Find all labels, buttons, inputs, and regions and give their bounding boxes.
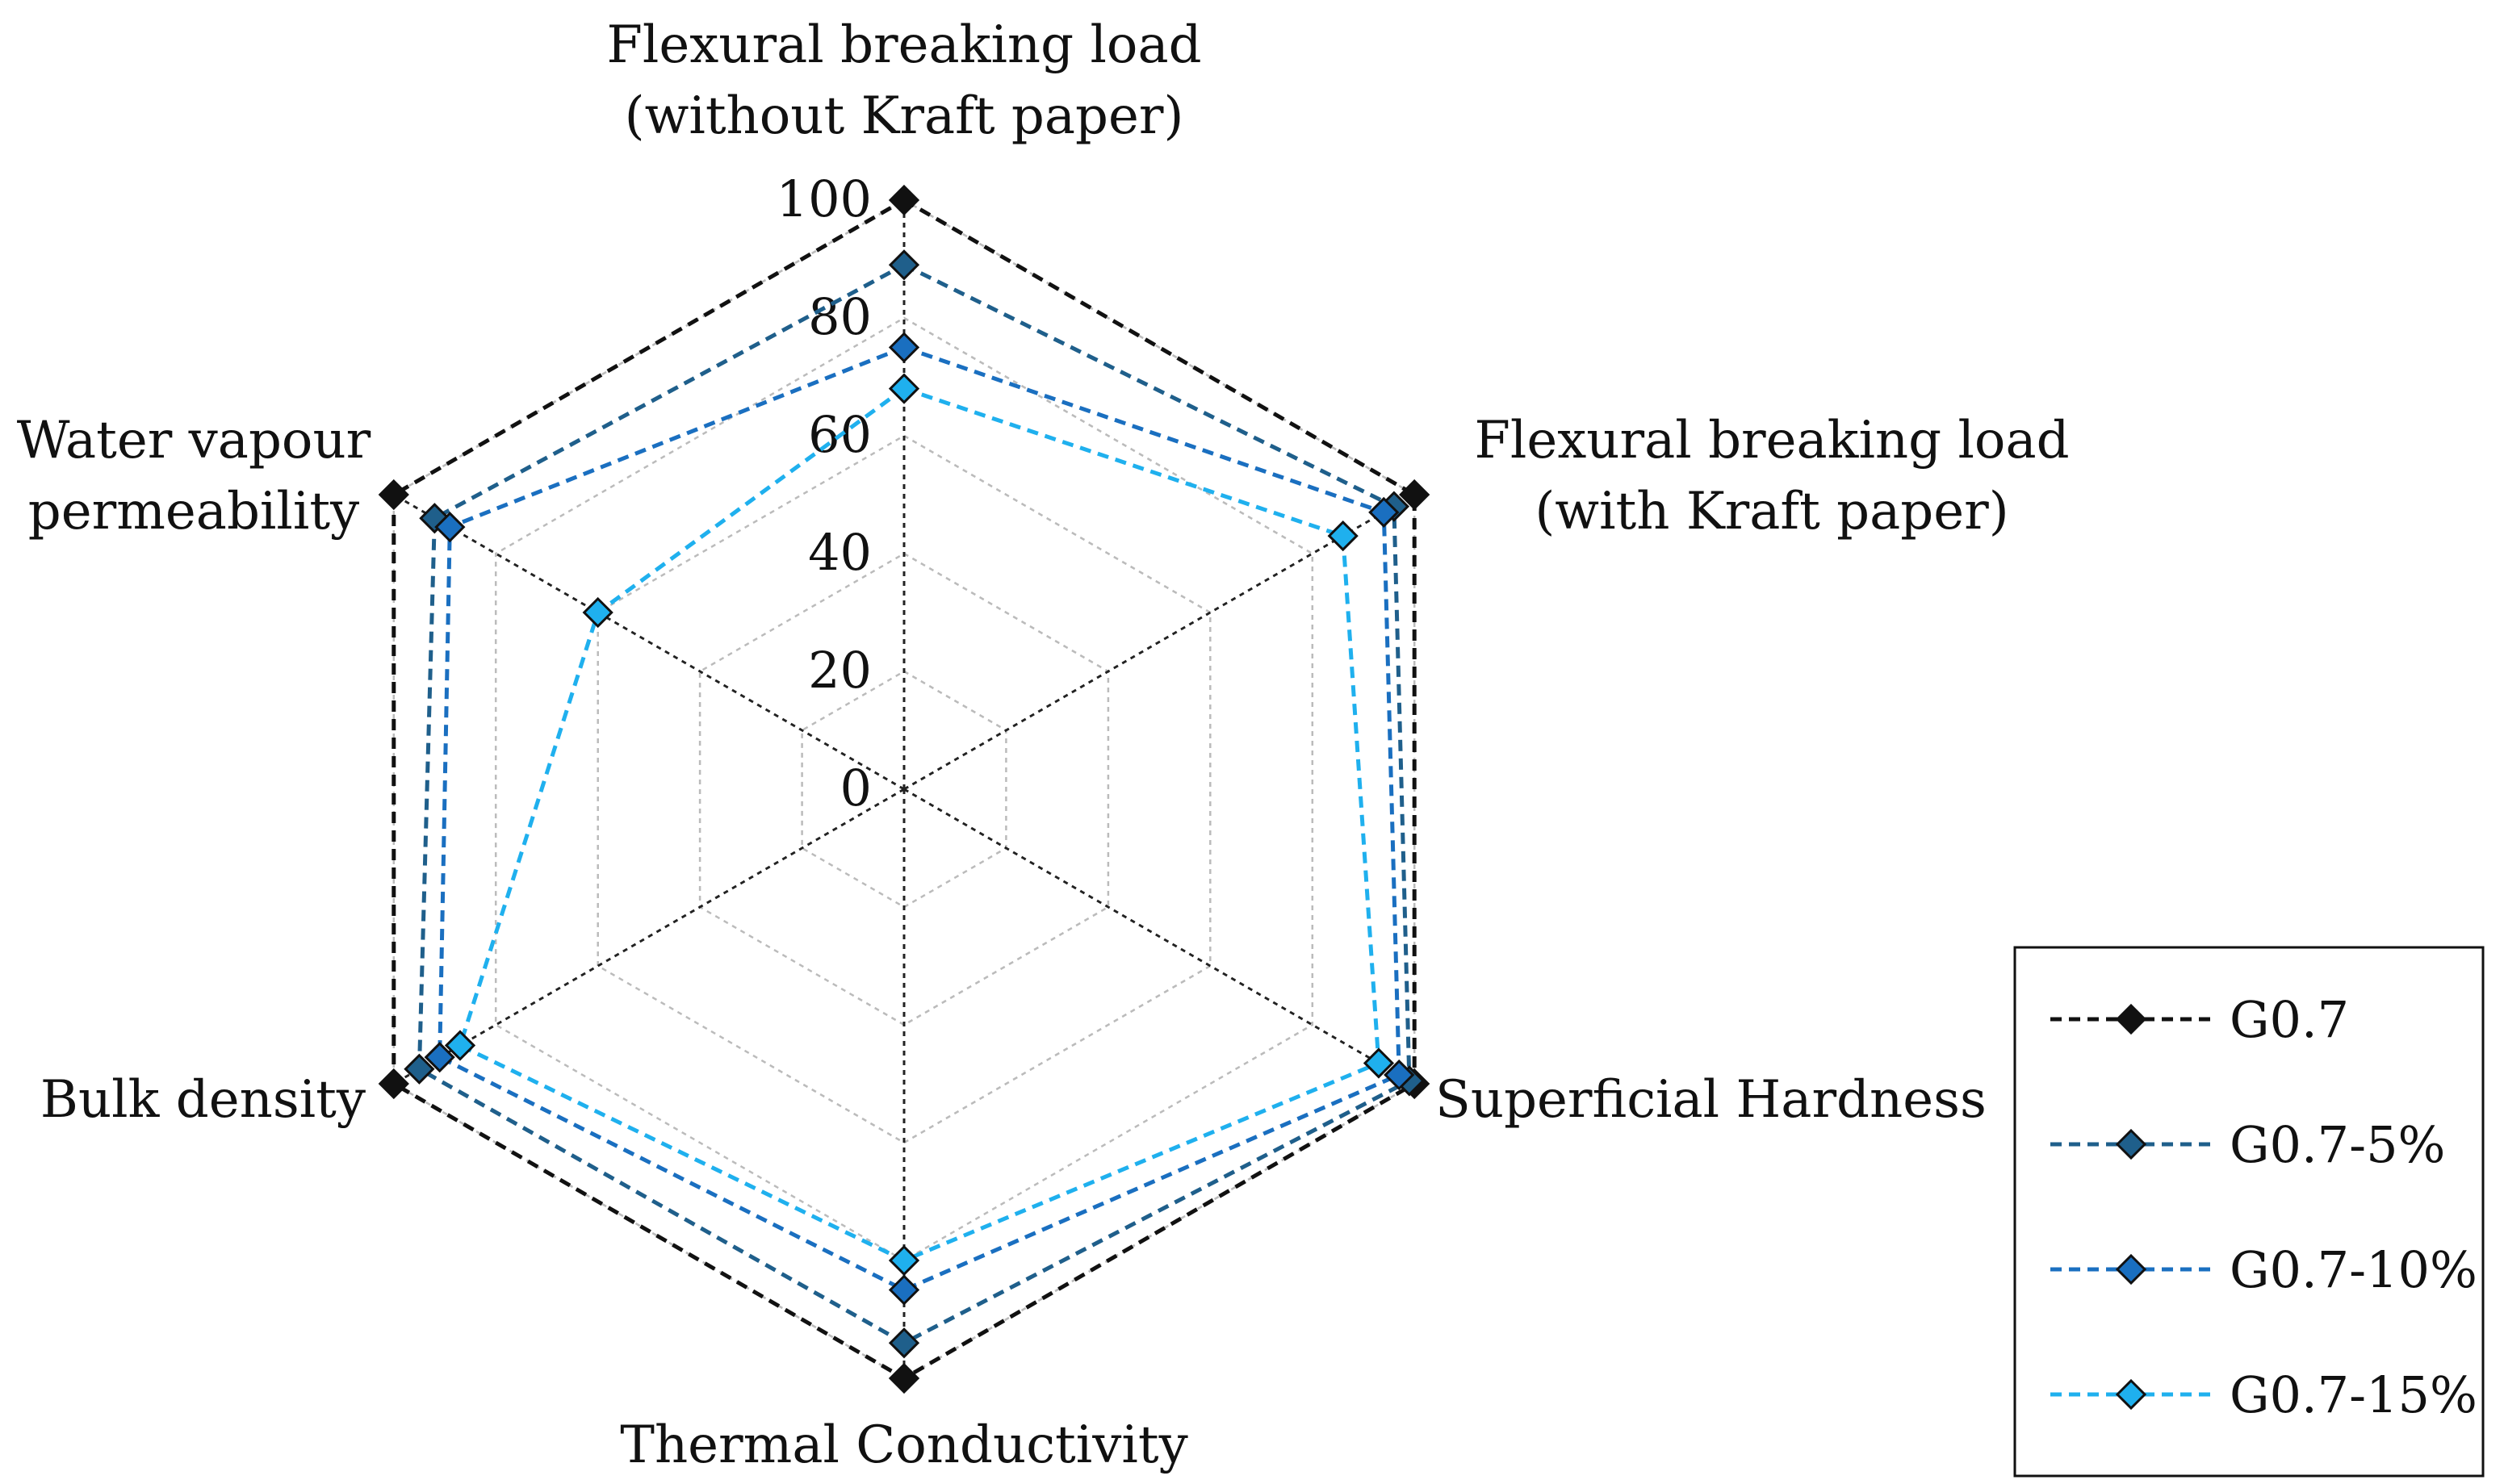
series-1-point-4 bbox=[404, 1053, 435, 1085]
series-3 bbox=[444, 373, 1395, 1277]
legend-box bbox=[2013, 946, 2485, 1478]
series-3-point-4 bbox=[444, 1030, 476, 1061]
legend-label-2: G0.7-10% bbox=[2230, 1240, 2477, 1299]
axis-label-1: Flexural breaking load(with Kraft paper) bbox=[1474, 411, 2069, 541]
series-3-point-2 bbox=[1363, 1047, 1395, 1079]
series-1-point-0 bbox=[888, 249, 920, 281]
legend-marker-1 bbox=[2115, 1128, 2147, 1160]
series-1-point-3 bbox=[888, 1327, 920, 1359]
legend-item-1: G0.7-5% bbox=[2050, 1115, 2445, 1174]
tick-label-20: 20 bbox=[808, 641, 872, 700]
series-2-point-4 bbox=[424, 1042, 455, 1073]
legend-label-3: G0.7-15% bbox=[2230, 1365, 2477, 1424]
legend: G0.7G0.7-5% G0.7-10% G0.7-15% bbox=[2013, 946, 2485, 1478]
series-2-point-2 bbox=[1384, 1059, 1415, 1091]
radar-spokes bbox=[393, 200, 1415, 1378]
legend-item-3: G0.7-15% bbox=[2050, 1365, 2477, 1424]
legend-label-0: G0.7 bbox=[2230, 990, 2349, 1049]
series-0-point-4 bbox=[378, 1068, 409, 1100]
tick-label-40: 40 bbox=[808, 523, 872, 582]
series-line-1 bbox=[417, 262, 1412, 1346]
legend-marker-3 bbox=[2115, 1378, 2147, 1411]
series-2-point-3 bbox=[888, 1274, 920, 1306]
series-0-point-5 bbox=[378, 479, 409, 511]
series-0 bbox=[378, 184, 1430, 1394]
series-3-point-1 bbox=[1327, 520, 1359, 552]
tick-label-0: 0 bbox=[840, 759, 872, 817]
legend-marker-2 bbox=[2115, 1253, 2147, 1285]
series-1 bbox=[404, 249, 1425, 1359]
spoke-4 bbox=[393, 788, 905, 1085]
series-2-point-1 bbox=[1368, 496, 1400, 529]
tick-label-80: 80 bbox=[808, 287, 872, 346]
tick-label-100: 100 bbox=[777, 169, 872, 228]
axis-label-2: Superficial Hardness bbox=[1435, 1070, 1987, 1130]
legend-marker-0 bbox=[2115, 1003, 2147, 1035]
axis-label-0: Flexural breaking load(without Kraft pap… bbox=[606, 15, 1201, 146]
series-3-point-3 bbox=[888, 1244, 920, 1277]
legend-item-0: G0.7 bbox=[2050, 990, 2349, 1049]
spoke-5 bbox=[393, 493, 905, 791]
series-0-point-0 bbox=[888, 184, 920, 216]
spoke-1 bbox=[903, 493, 1415, 791]
series-2-point-5 bbox=[434, 512, 466, 543]
legend-label-1: G0.7-5% bbox=[2230, 1115, 2445, 1174]
series-line-3 bbox=[457, 386, 1381, 1263]
radar-series bbox=[378, 184, 1430, 1394]
spoke-2 bbox=[903, 788, 1415, 1085]
axis-labels: Flexural breaking load(without Kraft pap… bbox=[17, 15, 2070, 1475]
series-0-point-3 bbox=[888, 1362, 920, 1394]
series-0-point-1 bbox=[1399, 479, 1430, 511]
legend-item-2: G0.7-10% bbox=[2050, 1240, 2477, 1299]
axis-label-3: Thermal Conductivity bbox=[620, 1415, 1187, 1475]
series-3-point-5 bbox=[582, 596, 613, 629]
series-3-point-0 bbox=[888, 373, 920, 404]
series-2 bbox=[424, 332, 1415, 1306]
series-2-point-0 bbox=[888, 332, 920, 363]
series-line-2 bbox=[438, 345, 1401, 1293]
axis-label-4: Bulk density bbox=[40, 1070, 366, 1130]
